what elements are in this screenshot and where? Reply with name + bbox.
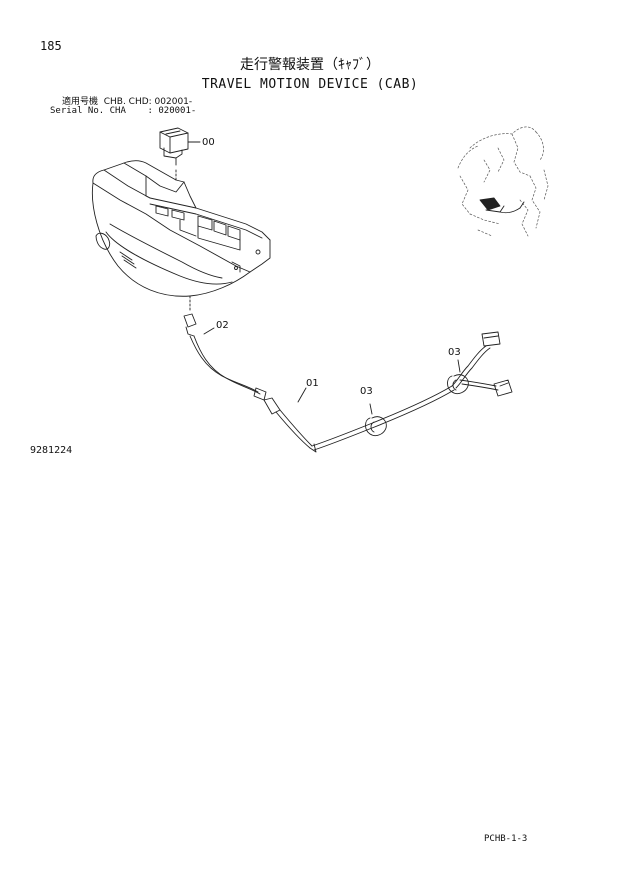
serial-number-line: Serial No. CHA : 020001-	[50, 106, 197, 116]
page-code: PCHB-1-3	[484, 834, 528, 844]
label-part-03-right: 03	[448, 347, 461, 358]
machine-location-view	[457, 126, 549, 237]
label-part-01: 01	[306, 378, 319, 389]
clamp-part-03-center	[365, 403, 387, 437]
title-english: TRAVEL MOTION DEVICE (CAB)	[201, 77, 419, 92]
clamp-part-03-right	[447, 359, 469, 395]
drawing-number: 9281224	[30, 445, 73, 456]
label-part-00: 00	[202, 137, 215, 148]
cab-console	[91, 160, 271, 311]
applicability-line: 適用号機 CHB. CHD: 002001-	[62, 97, 193, 107]
page-number: 185	[40, 39, 62, 53]
label-part-02: 02	[216, 320, 229, 331]
location-marker	[479, 197, 525, 214]
label-part-03-center: 03	[360, 386, 373, 397]
switch-part-00	[159, 127, 201, 181]
title-japanese: 走行警報装置（ｷｬﾌﾞ）	[240, 57, 380, 73]
harness-part-02	[183, 313, 267, 401]
harness-part-01	[263, 331, 513, 453]
